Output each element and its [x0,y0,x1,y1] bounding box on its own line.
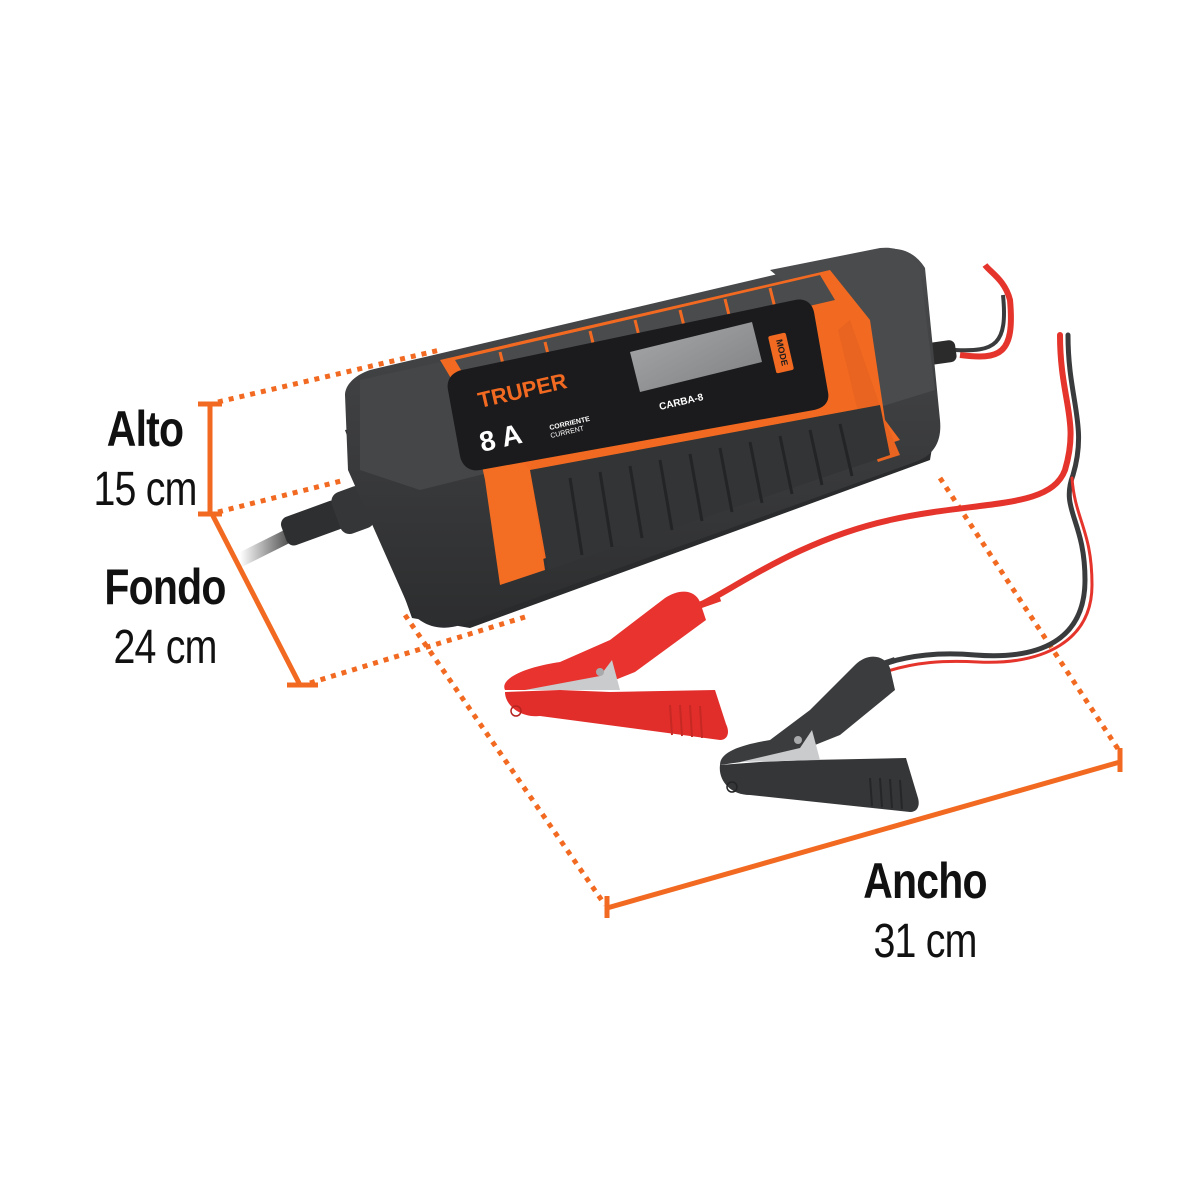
battery-charger: TRUPER 8 A CORRIENTE CURRENT CARBA-8 MOD… [345,247,941,628]
alto-label: Alto [106,401,184,457]
mode-button: MODE [768,332,794,374]
alto-value: 15 cm [93,463,197,516]
power-cable-left [233,485,375,567]
clamp-cables [697,332,1094,674]
ancho-dimension-line [606,759,1121,911]
fondo-label: Fondo [104,559,226,615]
fondo-value: 24 cm [113,621,217,674]
black-clamp-negative [719,656,919,812]
ancho-dimension-label: Ancho 31 cm [847,856,1003,966]
dimension-guides [217,347,1123,907]
lcd-display [630,322,762,392]
fondo-dimension-line [209,512,303,687]
dimension-lines [198,401,1123,918]
ancho-label: Ancho [863,853,987,909]
ancho-value: 31 cm [873,915,977,968]
fondo-dimension-label: Fondo 24 cm [87,562,243,672]
front-ribbed-panel [530,405,890,570]
alto-dimension-label: Alto 15 cm [67,404,223,514]
red-clamp-positive [504,591,728,740]
